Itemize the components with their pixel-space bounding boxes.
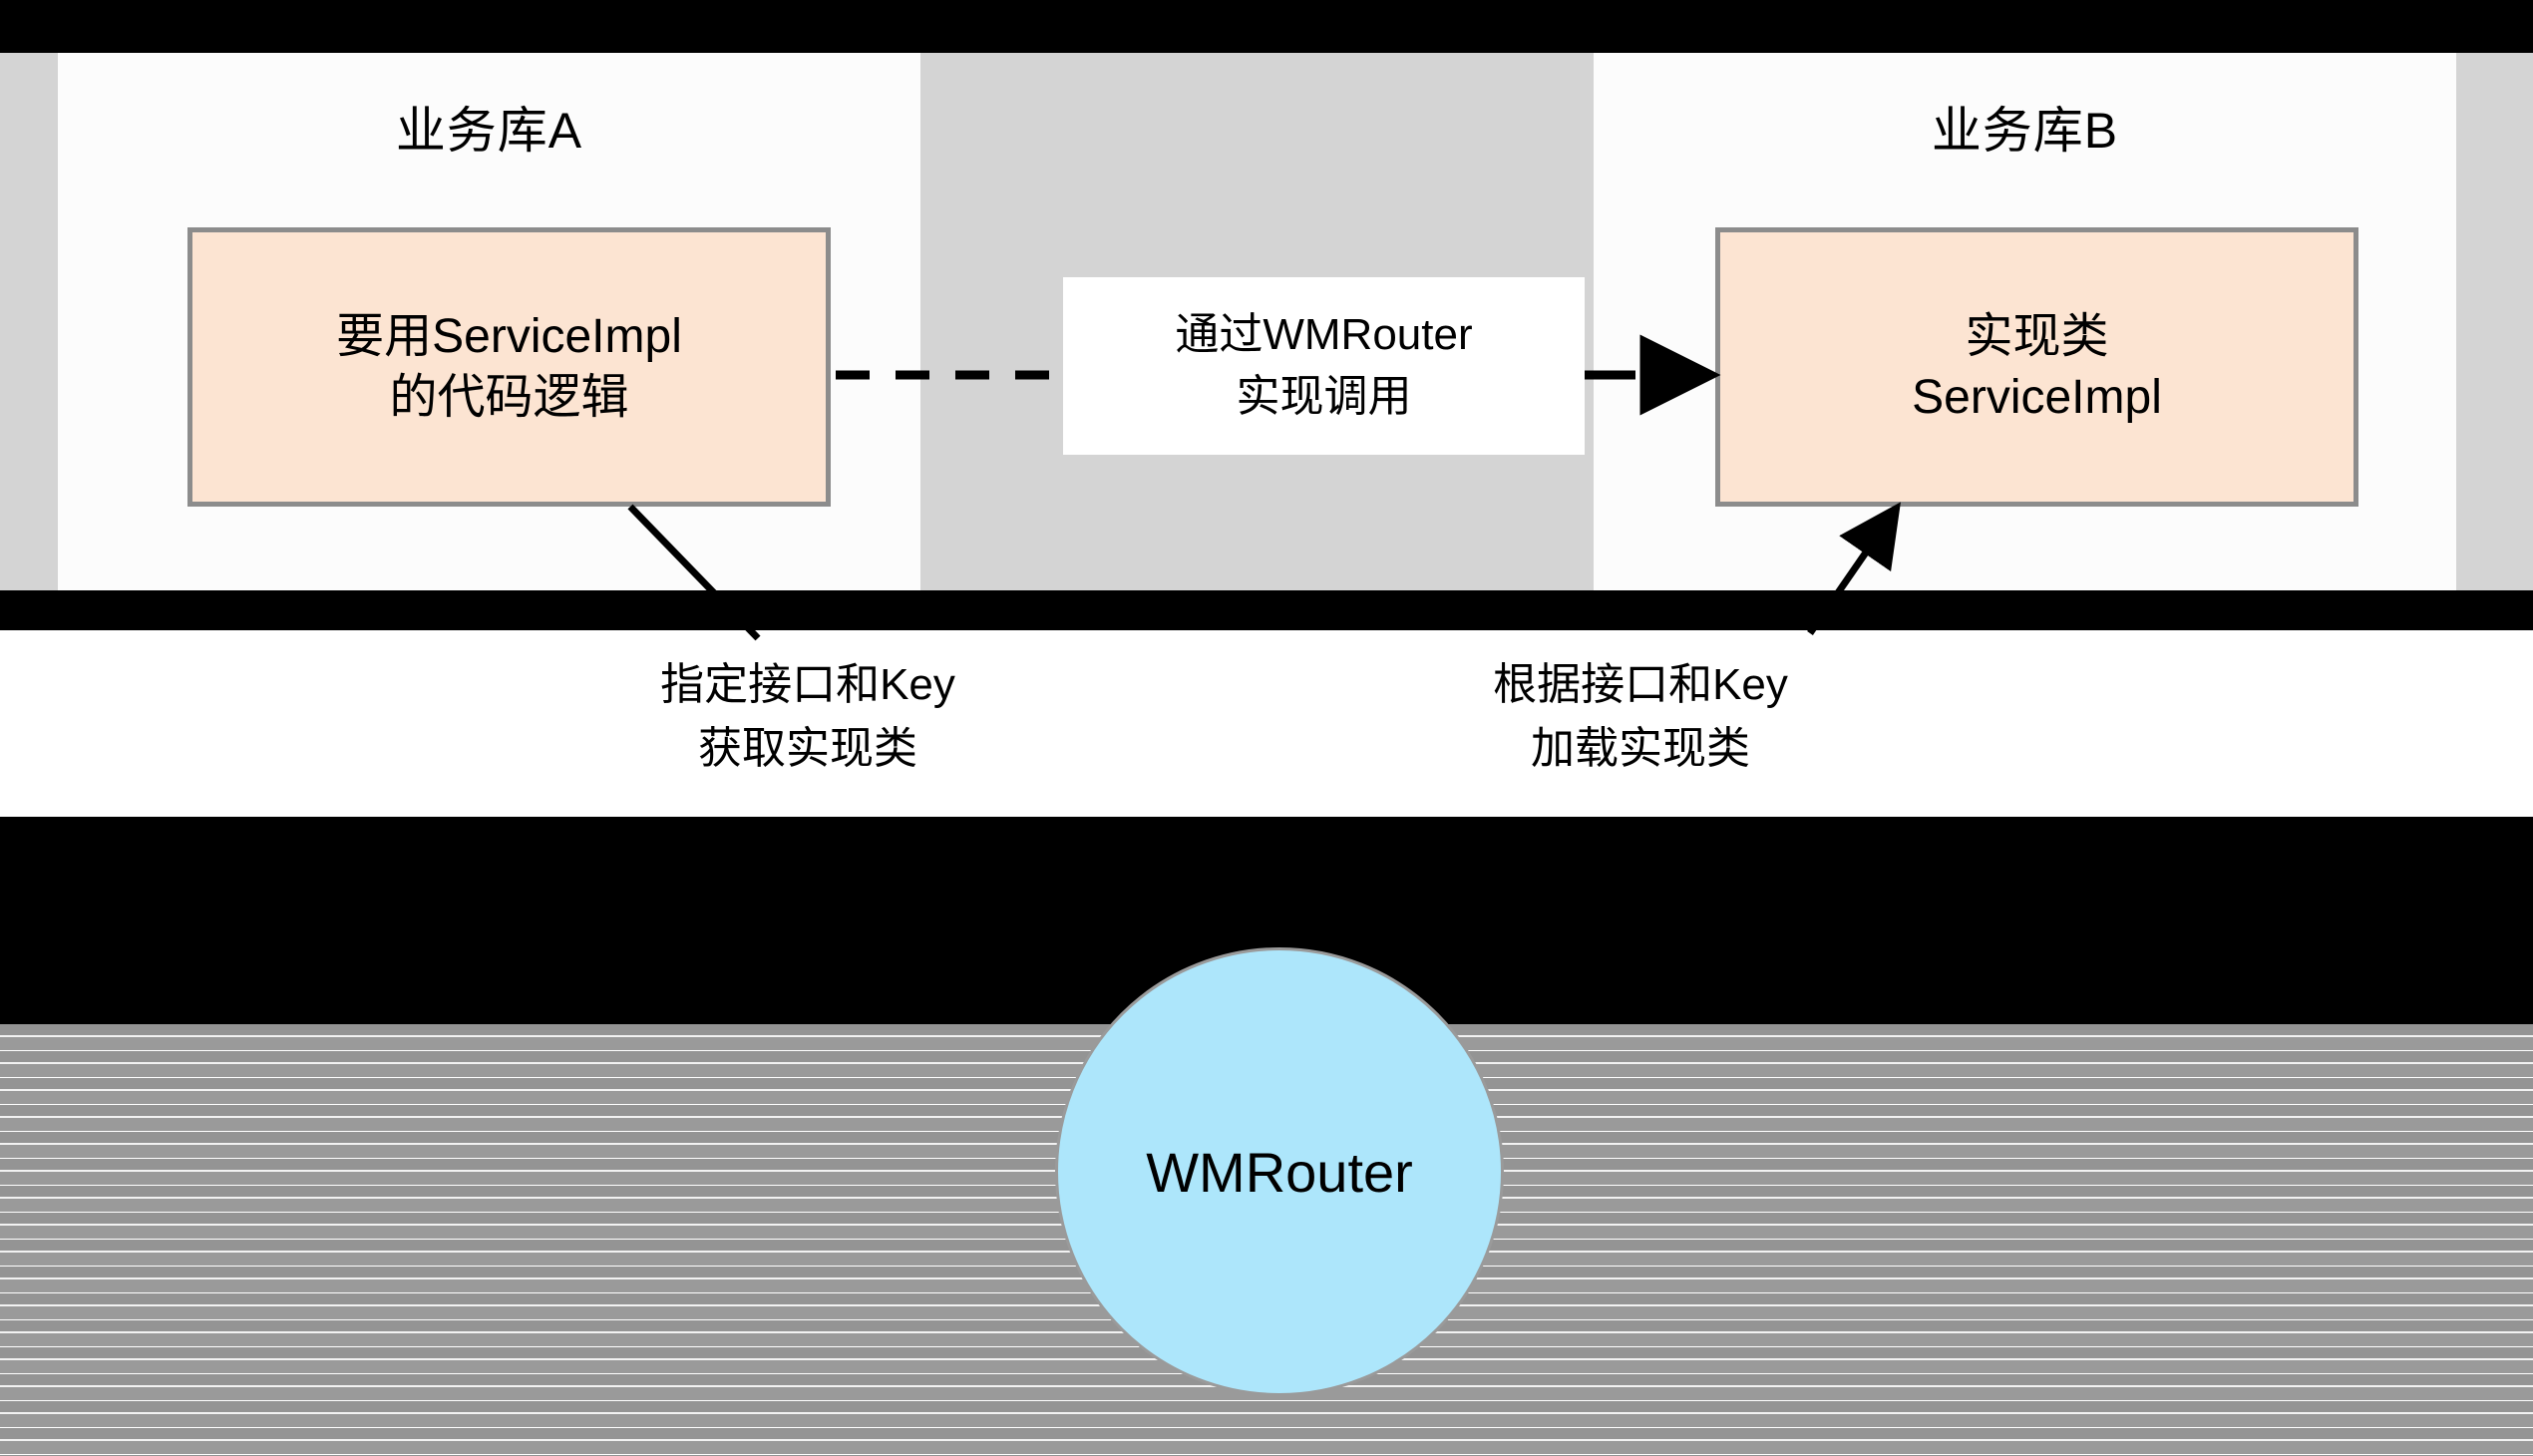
caller-class-box[interactable]: 要用ServiceImpl 的代码逻辑: [187, 227, 831, 507]
get-impl-description-line-2: 获取实现类: [698, 723, 917, 773]
impl-class-box[interactable]: 实现类 ServiceImpl: [1715, 227, 2358, 507]
wmrouter-node-label: WMRouter: [1146, 1140, 1413, 1204]
load-impl-description-line-1: 根据接口和Key: [1493, 660, 1788, 709]
router-call-label-line-1: 通过WMRouter: [1175, 309, 1473, 359]
caller-class-box-line-2: 的代码逻辑: [389, 371, 629, 424]
get-impl-description-line-1: 指定接口和Key: [660, 660, 955, 709]
router-call-label: 通过WMRouter 实现调用: [1063, 277, 1585, 455]
library-panel-a-title: 业务库A: [395, 103, 583, 159]
wmrouter-node[interactable]: WMRouter: [1055, 947, 1504, 1396]
router-call-label-line-2: 实现调用: [1236, 372, 1412, 421]
white-caption-band: [0, 630, 2533, 817]
library-panel-b-title: 业务库B: [1931, 103, 2119, 159]
caller-class-box-line-1: 要用ServiceImpl: [336, 309, 682, 363]
impl-class-box-line-1: 实现类: [1965, 309, 2109, 363]
load-impl-description: 根据接口和Key 加载实现类: [1391, 653, 1890, 781]
impl-class-box-line-2: ServiceImpl: [1912, 371, 2162, 424]
load-impl-description-line-2: 加载实现类: [1531, 723, 1750, 773]
black-separator-band-1: [0, 590, 2533, 630]
get-impl-description: 指定接口和Key 获取实现类: [558, 653, 1057, 781]
